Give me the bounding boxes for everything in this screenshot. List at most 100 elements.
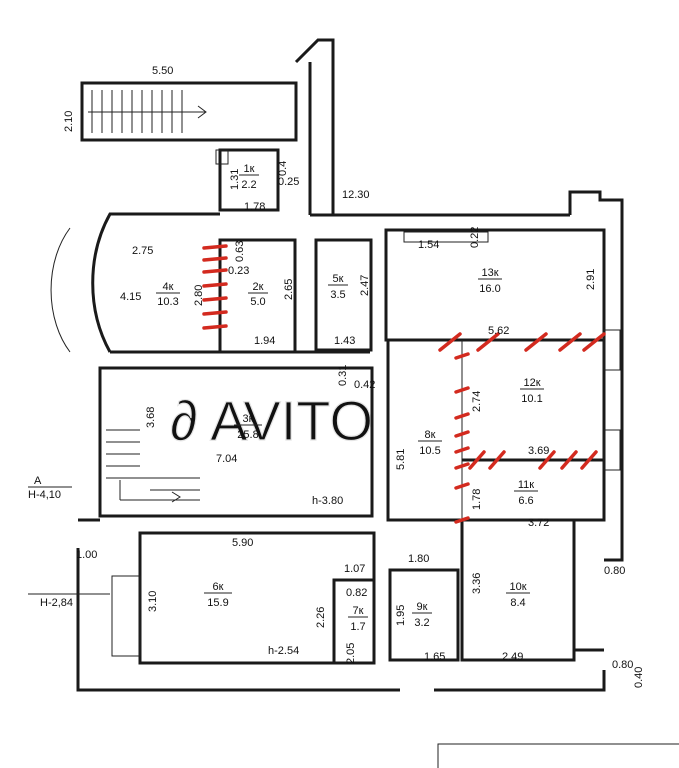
- dim-stair-width: 5.50: [152, 65, 173, 77]
- dim-0-22: 0.22: [469, 227, 481, 248]
- corridor-walls: [294, 38, 570, 217]
- room-7: 7к 1.7: [348, 605, 368, 633]
- dim-r1-small: 0.25: [278, 176, 299, 188]
- dim-2-75: 2.75: [132, 245, 153, 257]
- room-area: 5.0: [250, 296, 265, 308]
- level-h-2-54: h-2.54: [268, 645, 299, 657]
- dim-corridor-len: 12.30: [342, 189, 370, 201]
- right-block-walls: [384, 190, 624, 662]
- dimension-labels: 5.50 2.10 1.31 0.4 0.25 12.30 1.78 2.75 …: [63, 65, 645, 688]
- room-area: 10.1: [521, 393, 542, 405]
- dim-2-80: 2.80: [193, 285, 205, 306]
- dim-7-04: 7.04: [216, 453, 237, 465]
- dim-2-05: 2.05: [345, 643, 357, 664]
- dim-1-00: 1.00: [76, 549, 97, 561]
- room-5: 5к 3.5: [328, 273, 348, 301]
- dim-1-78: 1.78: [244, 201, 265, 213]
- dim-0-31: 0.31: [337, 365, 349, 386]
- dim-3-69: 3.69: [528, 445, 549, 457]
- dim-1-95: 1.95: [395, 605, 407, 626]
- room-1-walls: [218, 148, 280, 212]
- room-area: 10.3: [157, 296, 178, 308]
- room-6: 6к 15.9: [204, 581, 232, 609]
- red-markup: [202, 244, 606, 524]
- bottom-room-walls: [76, 518, 606, 692]
- level-h-4-10: Н-4,10: [28, 489, 61, 501]
- room-area: 3.5: [330, 289, 345, 301]
- room-id: 1к: [244, 163, 255, 175]
- dim-2-91: 2.91: [585, 269, 597, 290]
- bay-outer-wall: [91, 212, 220, 353]
- room-area: 16.0: [479, 283, 500, 295]
- room-id: 7к: [353, 605, 364, 617]
- dim-r1-h: 0.4: [277, 161, 289, 176]
- room-area: 3.2: [414, 617, 429, 629]
- room-area: 25.8: [237, 429, 258, 441]
- dim-r1-w: 1.31: [229, 169, 241, 190]
- dim-1-07: 1.07: [344, 563, 365, 575]
- room-area: 8.4: [510, 597, 525, 609]
- room-1: 1к 2.2: [239, 163, 259, 191]
- level-h-2-84: Н-2,84: [40, 597, 73, 609]
- dim-0-80b: 0.80: [612, 659, 633, 671]
- dim-1-54: 1.54: [418, 239, 439, 251]
- room-area: 15.9: [207, 597, 228, 609]
- dim-5-90: 5.90: [232, 537, 253, 549]
- room-10: 10к 8.4: [506, 581, 530, 609]
- dim-5-81: 5.81: [395, 449, 407, 470]
- dim-1-65: 1.65: [424, 651, 445, 663]
- dim-0-40: 0.40: [633, 667, 645, 688]
- dim-1-80: 1.80: [408, 553, 429, 565]
- room-8: 8к 10.5: [418, 429, 442, 457]
- dim-2-65: 2.65: [283, 279, 295, 300]
- room-id: 9к: [417, 601, 428, 613]
- room-id: 2к: [253, 281, 264, 293]
- room-id: 11к: [518, 479, 534, 491]
- room-id: 5к: [333, 273, 344, 285]
- dim-4-15: 4.15: [120, 291, 141, 303]
- dim-2-49: 2.49: [502, 651, 523, 663]
- room-11: 11к 6.6: [514, 479, 538, 507]
- watermark: ∂ AVITO: [170, 389, 373, 452]
- room-2: 2к 5.0: [248, 281, 268, 308]
- dim-0-63: 0.63: [234, 241, 246, 262]
- left-room-walls: [110, 238, 373, 354]
- dim-5-62: 5.62: [488, 325, 509, 337]
- dim-3-68: 3.68: [145, 407, 157, 428]
- dim-1-94: 1.94: [254, 335, 275, 347]
- dim-1-43: 1.43: [334, 335, 355, 347]
- room-4: 4к 10.3: [156, 281, 180, 308]
- room-area: 2.2: [241, 179, 256, 191]
- level-marks: A Н-4,10 Н-2,84 h-3.80 h-2.54: [28, 475, 343, 657]
- room-id: 8к: [425, 429, 436, 441]
- room-3-walls: [98, 366, 374, 518]
- room-id: 6к: [213, 581, 224, 593]
- dim-3-10: 3.10: [147, 591, 159, 612]
- dim-0-80a: 0.80: [604, 565, 625, 577]
- dim-3-36: 3.36: [471, 573, 483, 594]
- dim-stair-height: 2.10: [63, 111, 75, 132]
- room-id: 10к: [509, 581, 526, 593]
- room-13: 13к 16.0: [478, 267, 502, 295]
- next-sheet-frame: [437, 743, 679, 768]
- room-9: 9к 3.2: [412, 601, 432, 629]
- level-h-3-80: h-3.80: [312, 495, 343, 507]
- room-12: 12к 10.1: [520, 377, 544, 405]
- dim-2-47: 2.47: [359, 275, 371, 296]
- room-id: 3к: [243, 413, 254, 425]
- room-area: 6.6: [518, 495, 533, 507]
- room-id: 4к: [163, 281, 174, 293]
- axis-letter: A: [34, 475, 42, 487]
- dim-2-26: 2.26: [315, 607, 327, 628]
- dim-1-78b: 1.78: [471, 489, 483, 510]
- stair-block: [80, 81, 298, 142]
- room-3: 3к 25.8: [234, 413, 262, 441]
- dim-0-42: 0.42: [354, 379, 375, 391]
- dim-0-23: 0.23: [228, 265, 249, 277]
- dim-3-72: 3.72: [528, 517, 549, 529]
- room-id: 13к: [481, 267, 498, 279]
- room-area: 1.7: [350, 621, 365, 633]
- dim-0-82: 0.82: [346, 587, 367, 599]
- room-area: 10.5: [419, 445, 440, 457]
